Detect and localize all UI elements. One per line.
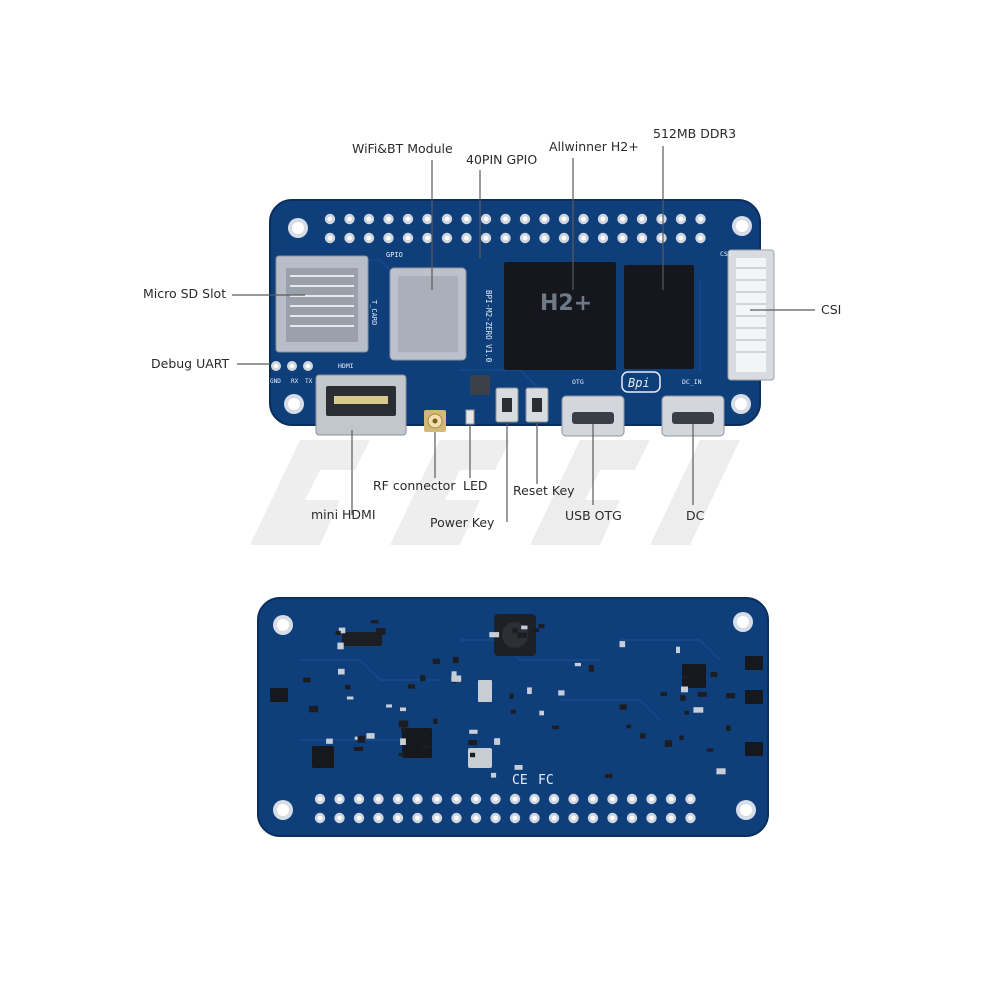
soc-marking: H2+ (540, 291, 592, 316)
rf-connector (424, 410, 446, 432)
small-ic (470, 375, 490, 395)
micro-sd-slot (275, 255, 369, 353)
ic-bottom-1 (402, 728, 432, 758)
silk-gnd: GND (270, 378, 281, 385)
ce-mark-icon: CE (512, 773, 528, 788)
board-top: GPIO T_CARD BPI-M2-ZERO V1.0 H2+ (269, 199, 775, 437)
mounting-hole-icon (273, 612, 756, 820)
inductor (494, 614, 536, 656)
silk-csi: CSI (720, 250, 732, 258)
csi-connector (727, 249, 775, 381)
silk-logo: Bpi (628, 376, 650, 390)
wifi-bt-module (389, 267, 467, 361)
silk-rx: RX (291, 378, 299, 385)
dc-port (661, 395, 725, 437)
label-debug-uart: Debug UART (151, 356, 230, 371)
crystal (468, 748, 492, 768)
label-power-key: Power Key (430, 515, 495, 530)
power-key (495, 387, 519, 423)
label-micro-sd: Micro SD Slot (143, 286, 226, 301)
ic-bottom-4 (342, 632, 382, 646)
watermark (250, 440, 740, 545)
mounting-hole-icon (284, 216, 752, 414)
bpi-logo-icon: Bpi (621, 371, 661, 393)
smd-components (303, 620, 736, 779)
label-usb-otg: USB OTG (565, 508, 622, 523)
label-ddr: 512MB DDR3 (653, 126, 736, 141)
label-rf-connector: RF connector (373, 478, 456, 493)
reset-key (525, 387, 549, 423)
silk-otg: OTG (572, 378, 584, 386)
soc-chip: H2+ (504, 262, 616, 370)
leader-lines (232, 146, 815, 522)
side-transistors (270, 656, 763, 756)
component-bottom (478, 680, 492, 702)
label-mini-hdmi: mini HDMI (311, 507, 376, 522)
fcc-mark-icon: FC (538, 773, 554, 788)
ddr3-chip (624, 265, 694, 369)
silk-tx: TX (305, 378, 313, 385)
label-wifi-bt: WiFi&BT Module (352, 141, 453, 156)
label-dc: DC (686, 508, 705, 523)
silk-gpio: GPIO (386, 251, 403, 259)
gpio-header (324, 213, 706, 244)
silk-tf-card: T_CARD (370, 300, 378, 325)
led (465, 409, 475, 425)
ic-bottom-3 (682, 664, 706, 688)
callout-labels: WiFi&BT Module 40PIN GPIO Allwinner H2+ … (143, 126, 841, 530)
silk-board-name: BPI-M2-ZERO V1.0 (484, 290, 493, 363)
board-bottom: CE FC (257, 597, 769, 837)
debug-uart-pads (271, 361, 313, 371)
gpio-header-bottom (314, 793, 696, 824)
label-soc: Allwinner H2+ (549, 139, 639, 154)
label-reset-key: Reset Key (513, 483, 575, 498)
silk-hdmi: HDMI (338, 362, 354, 370)
ic-bottom-2 (312, 746, 334, 768)
label-led: LED (463, 478, 488, 493)
label-csi: CSI (821, 302, 841, 317)
label-gpio: 40PIN GPIO (466, 152, 537, 167)
silk-dc-in: DC_IN (682, 378, 702, 386)
mini-hdmi-port (315, 374, 407, 436)
